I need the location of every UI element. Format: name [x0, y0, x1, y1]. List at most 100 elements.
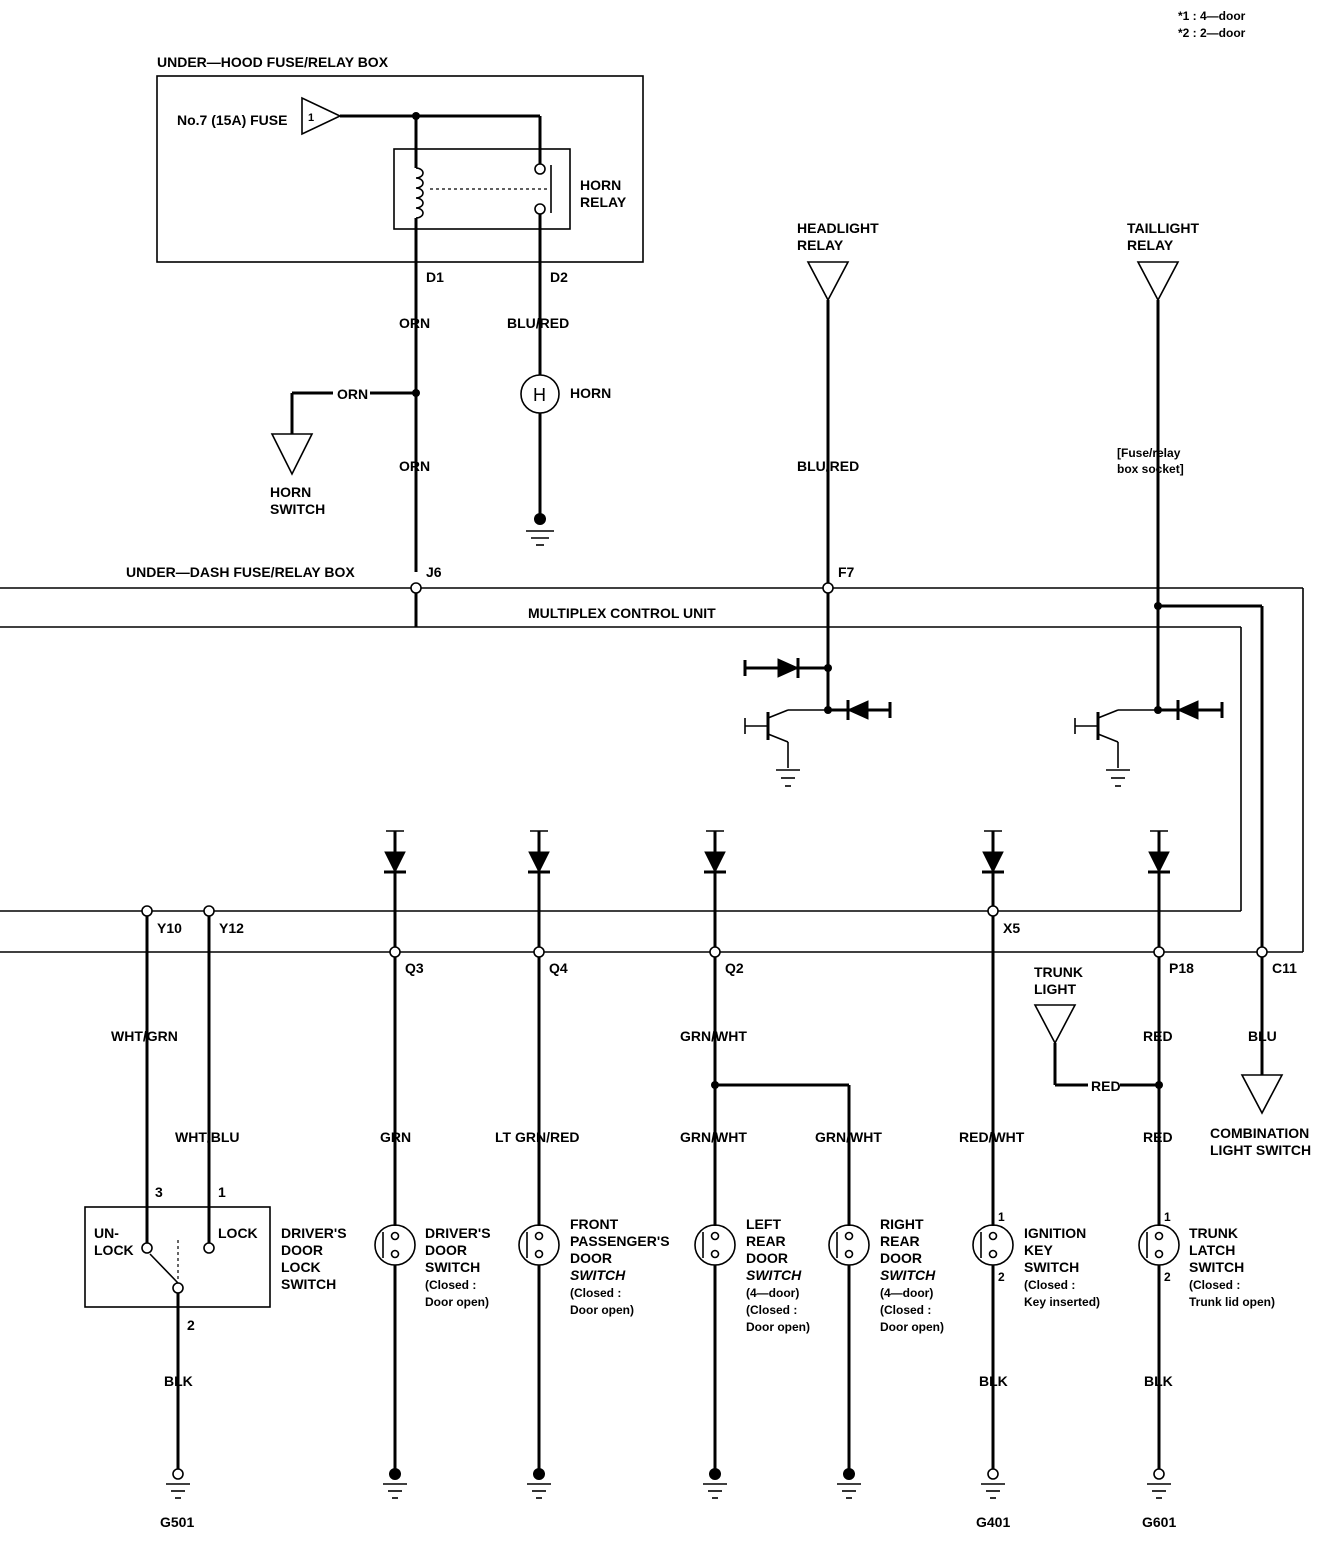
input-diode-p18-icon	[1148, 830, 1170, 952]
front-passenger-switch-label-6: Door open)	[570, 1303, 634, 1317]
left-rear-switch-label-6: (Closed :	[746, 1303, 797, 1317]
ground-g401-label: G401	[976, 1514, 1010, 1530]
right-rear-door-switch-icon	[828, 1224, 870, 1266]
wire-lt-grn-red: LT GRN/RED	[495, 1129, 580, 1145]
pin-x5: X5	[1003, 920, 1020, 936]
trunk-latch-label-5: Trunk lid open)	[1189, 1295, 1275, 1309]
drivers-door-switch-label-4: (Closed :	[425, 1278, 476, 1292]
front-passenger-switch-label-4: SWITCH	[570, 1267, 626, 1283]
input-diode-q4-icon	[528, 830, 550, 952]
ignition-switch-label-3: SWITCH	[1024, 1259, 1079, 1275]
lock-switch-label-4: SWITCH	[281, 1276, 336, 1292]
combination-switch-label-1: COMBINATION	[1210, 1125, 1309, 1141]
drivers-door-switch-label-5: Door open)	[425, 1295, 489, 1309]
socket-label-1: [Fuse/relay	[1117, 446, 1181, 460]
ground-q3-icon	[383, 1468, 407, 1499]
headlight-relay-icon	[806, 261, 850, 302]
socket-label-2: box socket]	[1117, 462, 1184, 476]
ground-right-rear-icon	[837, 1468, 861, 1499]
headlight-relay-label-2: RELAY	[797, 237, 844, 253]
front-passenger-door-switch-icon	[518, 1224, 560, 1266]
ground-g601-label: G601	[1142, 1514, 1176, 1530]
wire-red-bottom: RED	[1143, 1129, 1173, 1145]
wire-blu: BLU	[1248, 1028, 1277, 1044]
pin-p18: P18	[1169, 960, 1194, 976]
underdash-box-title: UNDER—DASH FUSE/RELAY BOX	[126, 564, 355, 580]
right-rear-switch-label-3: DOOR	[880, 1250, 922, 1266]
horn-ground-icon	[526, 513, 554, 546]
wire-orn-d1: ORN	[399, 315, 430, 331]
input-diode-q3-icon	[384, 830, 406, 952]
trunk-latch-label-2: LATCH	[1189, 1242, 1235, 1258]
pin-q2: Q2	[725, 960, 744, 976]
terminal-q2	[709, 946, 721, 958]
pin-y12: Y12	[219, 920, 244, 936]
trunk-latch-pin-2: 2	[1164, 1270, 1171, 1284]
ignition-key-switch-icon	[972, 1224, 1014, 1266]
headlight-relay-label-1: HEADLIGHT	[797, 220, 879, 236]
wire-blu-red-d2: BLU/RED	[507, 315, 569, 331]
front-passenger-switch-label-2: PASSENGER'S	[570, 1233, 670, 1249]
front-passenger-switch-label-5: (Closed :	[570, 1286, 621, 1300]
ground-g501-label: G501	[160, 1514, 194, 1530]
trunk-latch-pin-1: 1	[1164, 1210, 1171, 1224]
pin-y10: Y10	[157, 920, 182, 936]
horn-switch-icon	[270, 433, 314, 476]
right-rear-switch-label-6: (Closed :	[880, 1303, 931, 1317]
ground-left-rear-icon	[703, 1468, 727, 1499]
unlock-label-2: LOCK	[94, 1242, 134, 1258]
left-rear-door-switch-icon	[694, 1224, 736, 1266]
input-diode-x5-icon	[982, 830, 1004, 911]
trunk-latch-label-4: (Closed :	[1189, 1278, 1240, 1292]
wire-blk-trunk: BLK	[1144, 1373, 1173, 1389]
right-rear-switch-label-5: (4—door)	[880, 1286, 933, 1300]
horn-switch-label-1: HORN	[270, 484, 311, 500]
trunk-light-label-2: LIGHT	[1034, 981, 1076, 997]
wire-red-trunk-light: RED	[1091, 1078, 1121, 1094]
ignition-switch-label-5: Key inserted)	[1024, 1295, 1100, 1309]
terminal-q4	[533, 946, 545, 958]
taillight-diode-icon	[1176, 700, 1199, 720]
fuse-pin-number: 1	[308, 112, 314, 124]
ground-g401-icon	[981, 1468, 1005, 1499]
headlight-diode-2-icon	[846, 700, 869, 720]
ground-q4-icon	[527, 1468, 551, 1499]
front-passenger-switch-label-1: FRONT	[570, 1216, 619, 1232]
headlight-diode-1-icon	[777, 658, 800, 678]
pin-c11: C11	[1272, 960, 1297, 976]
taillight-relay-label-2: RELAY	[1127, 237, 1174, 253]
taillight-transistor-icon	[1074, 709, 1158, 787]
pin-j6: J6	[426, 564, 442, 580]
horn-symbol: H	[533, 385, 546, 405]
lock-switch-label-2: DOOR	[281, 1242, 323, 1258]
front-passenger-switch-label-3: DOOR	[570, 1250, 612, 1266]
right-rear-switch-label-4: SWITCH	[880, 1267, 936, 1283]
wire-red-wht: RED/WHT	[959, 1129, 1025, 1145]
pin-q3: Q3	[405, 960, 424, 976]
lock-switch-label-3: LOCK	[281, 1259, 321, 1275]
wire-grn: GRN	[380, 1129, 411, 1145]
left-rear-switch-label-3: DOOR	[746, 1250, 788, 1266]
trunk-latch-label-1: TRUNK	[1189, 1225, 1238, 1241]
lock-label: LOCK	[218, 1225, 258, 1241]
wire-blk-ignition: BLK	[979, 1373, 1008, 1389]
left-rear-switch-label-1: LEFT	[746, 1216, 781, 1232]
input-diode-q2-icon	[704, 830, 726, 952]
terminal-y10	[141, 905, 153, 917]
left-rear-switch-label-2: REAR	[746, 1233, 786, 1249]
ignition-switch-label-2: KEY	[1024, 1242, 1053, 1258]
trunk-light-icon	[1033, 1004, 1077, 1045]
taillight-relay-label-1: TAILLIGHT	[1127, 220, 1200, 236]
horn-switch-label-2: SWITCH	[270, 501, 325, 517]
horn-label: HORN	[570, 385, 611, 401]
lock-switch-pin-1: 1	[218, 1184, 226, 1200]
wire-grn-wht-top: GRN/WHT	[680, 1028, 747, 1044]
left-rear-switch-label-7: Door open)	[746, 1320, 810, 1334]
wire-red-top: RED	[1143, 1028, 1173, 1044]
combination-switch-label-2: LIGHT SWITCH	[1210, 1142, 1311, 1158]
ground-g501-icon	[166, 1468, 190, 1499]
drivers-door-switch-icon	[374, 1224, 416, 1266]
ignition-pin-2: 2	[998, 1270, 1005, 1284]
horn-relay-label-2: RELAY	[580, 194, 627, 210]
